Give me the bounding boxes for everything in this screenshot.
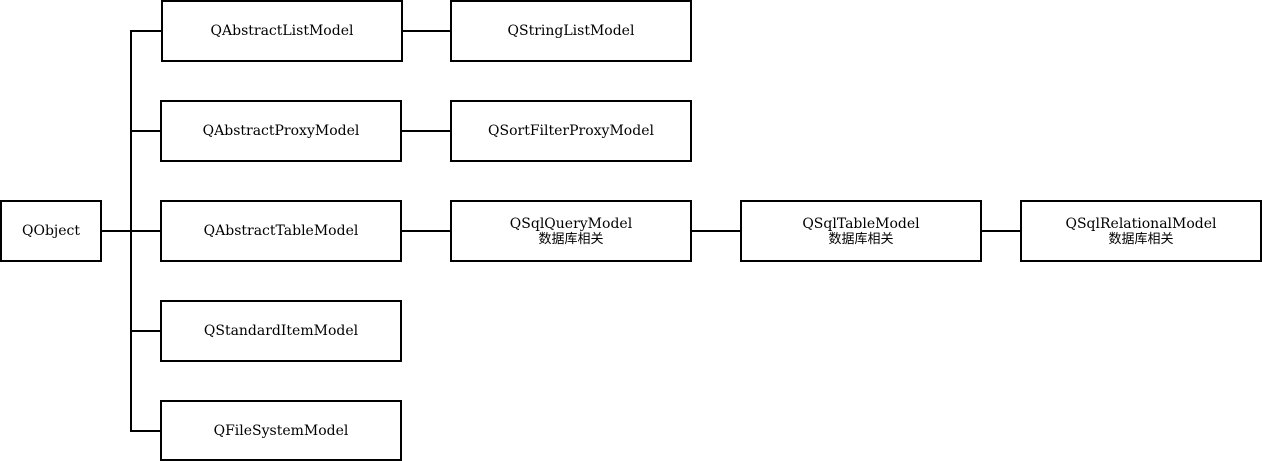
node-qsqlquerymodel-note: 数据库相关 bbox=[538, 231, 604, 247]
node-qabstractproxymodel: QAbstractProxyModel bbox=[160, 100, 402, 162]
node-qstringlistmodel: QStringListModel bbox=[450, 0, 692, 62]
node-qsqltablemodel: QSqlTableModel 数据库相关 bbox=[740, 200, 982, 262]
node-qobject-label: QObject bbox=[21, 223, 80, 239]
node-qsqltablemodel-note: 数据库相关 bbox=[828, 231, 894, 247]
node-qabstractproxymodel-label: QAbstractProxyModel bbox=[202, 123, 360, 139]
node-qstandarditemmodel-label: QStandardItemModel bbox=[203, 323, 359, 339]
node-qabstracttablemodel: QAbstractTableModel bbox=[160, 200, 402, 262]
node-qabstractlistmodel: QAbstractListModel bbox=[161, 0, 403, 62]
node-qsqlquerymodel-label: QSqlQueryModel bbox=[509, 215, 633, 232]
node-qsqlrelationalmodel-label: QSqlRelationalModel bbox=[1065, 215, 1217, 232]
node-qfilesystemmodel-label: QFileSystemModel bbox=[213, 422, 349, 439]
node-qsqlrelationalmodel: QSqlRelationalModel 数据库相关 bbox=[1020, 200, 1262, 262]
node-qfilesystemmodel: QFileSystemModel bbox=[160, 400, 402, 461]
node-qobject: QObject bbox=[0, 200, 102, 262]
node-qsortfilterproxymodel-label: QSortFilterProxyModel bbox=[488, 123, 654, 139]
node-qsqltablemodel-label: QSqlTableModel bbox=[802, 215, 920, 232]
node-qstandarditemmodel: QStandardItemModel bbox=[160, 300, 402, 362]
node-qstringlistmodel-label: QStringListModel bbox=[507, 23, 635, 39]
node-qsqlrelationalmodel-note: 数据库相关 bbox=[1108, 231, 1174, 247]
node-qabstracttablemodel-label: QAbstractTableModel bbox=[203, 223, 359, 239]
node-qsortfilterproxymodel: QSortFilterProxyModel bbox=[450, 100, 692, 162]
node-qabstractlistmodel-label: QAbstractListModel bbox=[210, 23, 354, 39]
node-qsqlquerymodel: QSqlQueryModel 数据库相关 bbox=[450, 200, 692, 262]
